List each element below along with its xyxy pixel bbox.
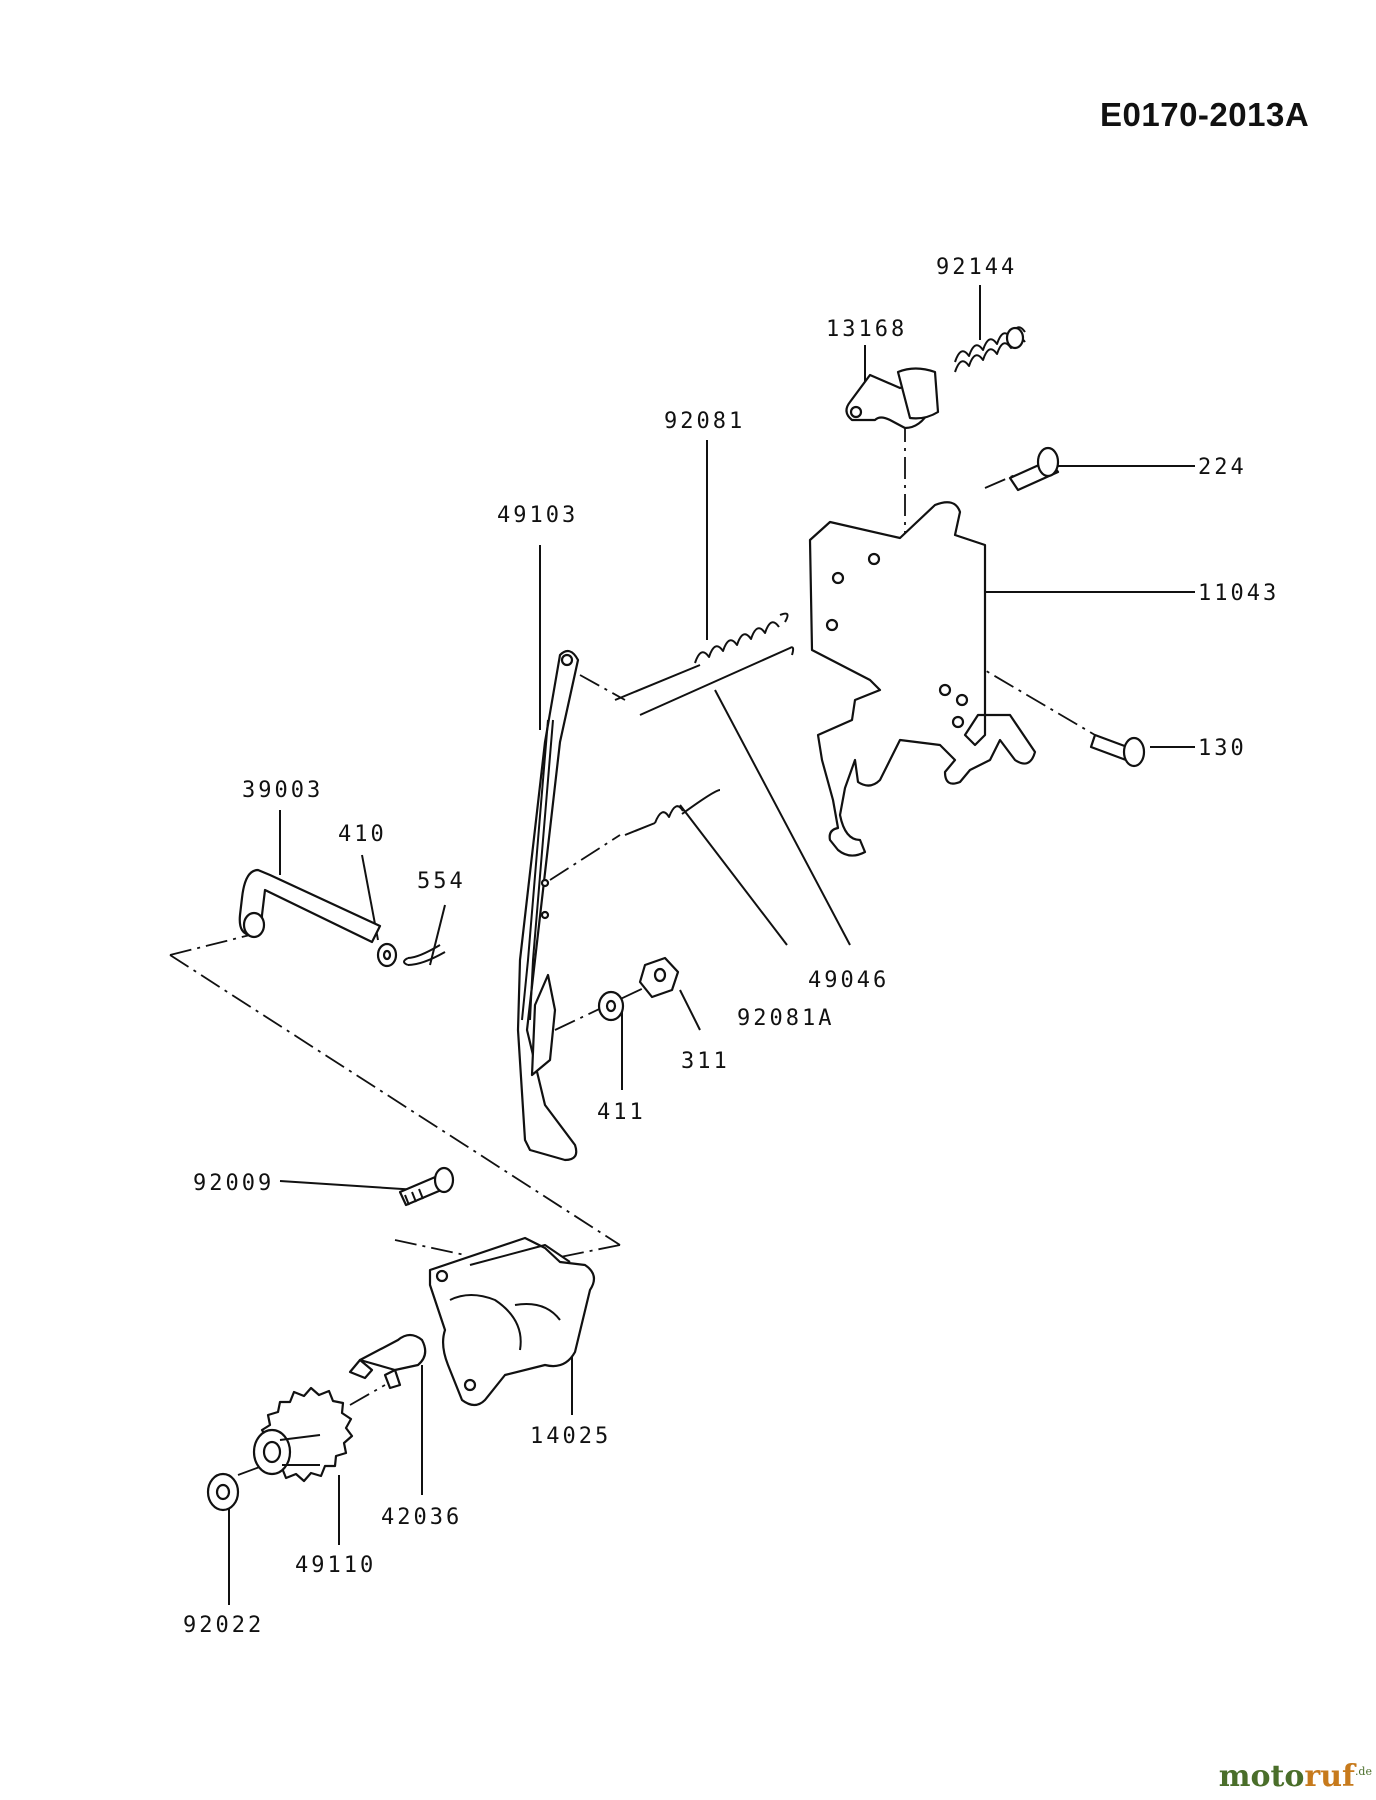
part-labels: 92144 13168 92081 224 49103 11043 130 39… bbox=[183, 255, 1279, 1638]
label-13168: 13168 bbox=[826, 317, 907, 342]
label-92144: 92144 bbox=[936, 255, 1017, 280]
label-42036: 42036 bbox=[381, 1505, 462, 1530]
part-49103-lever bbox=[516, 649, 580, 1162]
part-311-nut bbox=[638, 956, 680, 999]
label-92009: 92009 bbox=[193, 1171, 274, 1196]
leader-lines bbox=[228, 285, 1195, 1605]
label-130: 130 bbox=[1198, 736, 1247, 761]
part-224-bolt bbox=[1008, 446, 1060, 492]
watermark-tld: .de bbox=[1354, 1765, 1372, 1778]
diagram-code: E0170-2013A bbox=[1100, 96, 1310, 133]
label-224: 224 bbox=[1198, 455, 1247, 480]
label-92022: 92022 bbox=[183, 1613, 264, 1638]
label-49103: 49103 bbox=[497, 503, 578, 528]
watermark-brand-b: ruf bbox=[1304, 1759, 1355, 1794]
label-311: 311 bbox=[681, 1049, 730, 1074]
part-92081-spring bbox=[614, 612, 795, 716]
label-554: 554 bbox=[417, 869, 466, 894]
label-14025: 14025 bbox=[530, 1424, 611, 1449]
label-92081a: 92081A bbox=[737, 1006, 834, 1031]
part-42036-shaft bbox=[348, 1333, 427, 1390]
part-14025-housing bbox=[428, 1236, 596, 1407]
part-411-washer bbox=[597, 990, 625, 1022]
part-39003-shaft bbox=[238, 868, 382, 944]
watermark-logo: motoruf.de bbox=[1219, 1759, 1372, 1794]
part-13168-clamp bbox=[845, 367, 940, 430]
part-410-washer bbox=[376, 942, 398, 968]
label-11043: 11043 bbox=[1198, 581, 1279, 606]
label-39003: 39003 bbox=[242, 778, 323, 803]
label-410: 410 bbox=[338, 822, 387, 847]
label-49046: 49046 bbox=[808, 968, 889, 993]
label-92081: 92081 bbox=[664, 409, 745, 434]
part-92009-bolt bbox=[398, 1166, 455, 1207]
part-11043-bracket bbox=[808, 501, 1037, 857]
part-92144-spring bbox=[954, 326, 1026, 373]
label-411: 411 bbox=[597, 1100, 646, 1125]
part-554-pin bbox=[403, 944, 446, 966]
assembly-lines bbox=[169, 420, 1096, 1476]
label-49110: 49110 bbox=[295, 1553, 376, 1578]
watermark-brand-a: moto bbox=[1218, 1759, 1305, 1794]
part-49110-gear bbox=[252, 1386, 354, 1483]
part-92022-washer bbox=[206, 1472, 240, 1512]
part-92081a-spring bbox=[624, 789, 721, 836]
part-130-bolt bbox=[1089, 733, 1146, 768]
